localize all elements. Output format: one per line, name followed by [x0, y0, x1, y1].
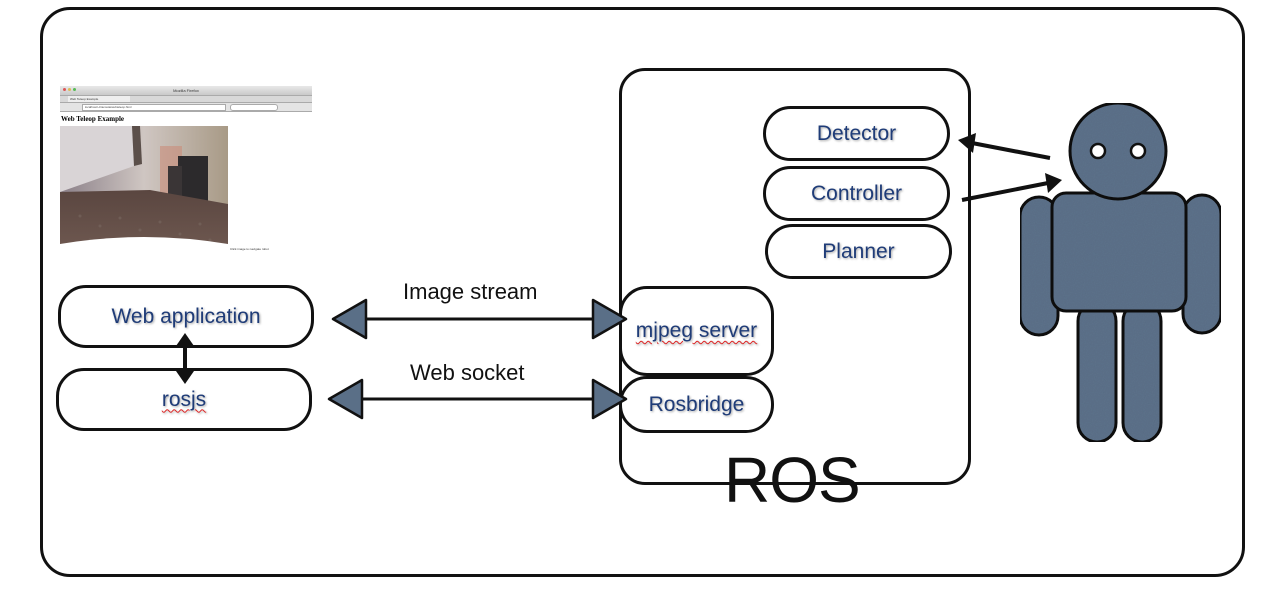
web-application-node: Web application — [58, 285, 314, 348]
robot-icon — [1018, 101, 1223, 444]
camera-image — [60, 126, 228, 250]
controller-to-robot-arrow — [961, 173, 1062, 202]
planner-node: Planner — [765, 224, 952, 279]
rosbridge-node: Rosbridge — [619, 376, 774, 433]
camera-image-graphic — [60, 126, 228, 250]
browser-window-title: Mozilla Firefox — [173, 88, 199, 93]
browser-urlbar: localhost/~Dacosta/webteleop.html — [60, 103, 312, 112]
diagram-frame — [40, 7, 1245, 577]
browser-tabbar: Web Teleop Example — [60, 96, 312, 103]
controller-label: Controller — [810, 181, 903, 205]
browser-tab: Web Teleop Example — [68, 96, 130, 102]
planner-label: Planner — [822, 239, 895, 263]
controller-node: Controller — [763, 166, 950, 221]
window-controls-icon — [63, 88, 66, 91]
detector-node: Detector — [763, 106, 950, 161]
image-stream-arrow — [331, 298, 628, 340]
rosjs-label: rosjs — [161, 387, 207, 411]
rosbridge-label: Rosbridge — [648, 392, 745, 416]
ros-title: ROS — [724, 444, 861, 516]
robot-eyes-icon — [1089, 142, 1147, 160]
browser-titlebar: Mozilla Firefox — [60, 86, 312, 96]
detector-label: Detector — [816, 121, 897, 145]
browser-search-field — [230, 104, 278, 111]
mjpeg-server-node: mjpeg server — [619, 286, 774, 376]
web-socket-label: Web socket — [410, 360, 525, 385]
web-socket-arrow — [327, 378, 628, 420]
web-application-label: Web application — [111, 304, 261, 328]
thumbnail-caption: Click image to navigate robot — [230, 247, 269, 251]
image-stream-label: Image stream — [403, 279, 538, 304]
webapp-rosjs-arrow — [176, 333, 194, 384]
mjpeg-server-label: mjpeg server — [636, 319, 757, 343]
thumbnail-page-heading: Web Teleop Example — [61, 115, 125, 123]
browser-url-field: localhost/~Dacosta/webteleop.html — [82, 104, 226, 111]
mjpeg-word: mjpeg server — [635, 319, 758, 342]
robot-to-detector-arrow — [958, 133, 1051, 160]
browser-screenshot-thumbnail: Mozilla Firefox Web Teleop Example local… — [60, 86, 312, 254]
